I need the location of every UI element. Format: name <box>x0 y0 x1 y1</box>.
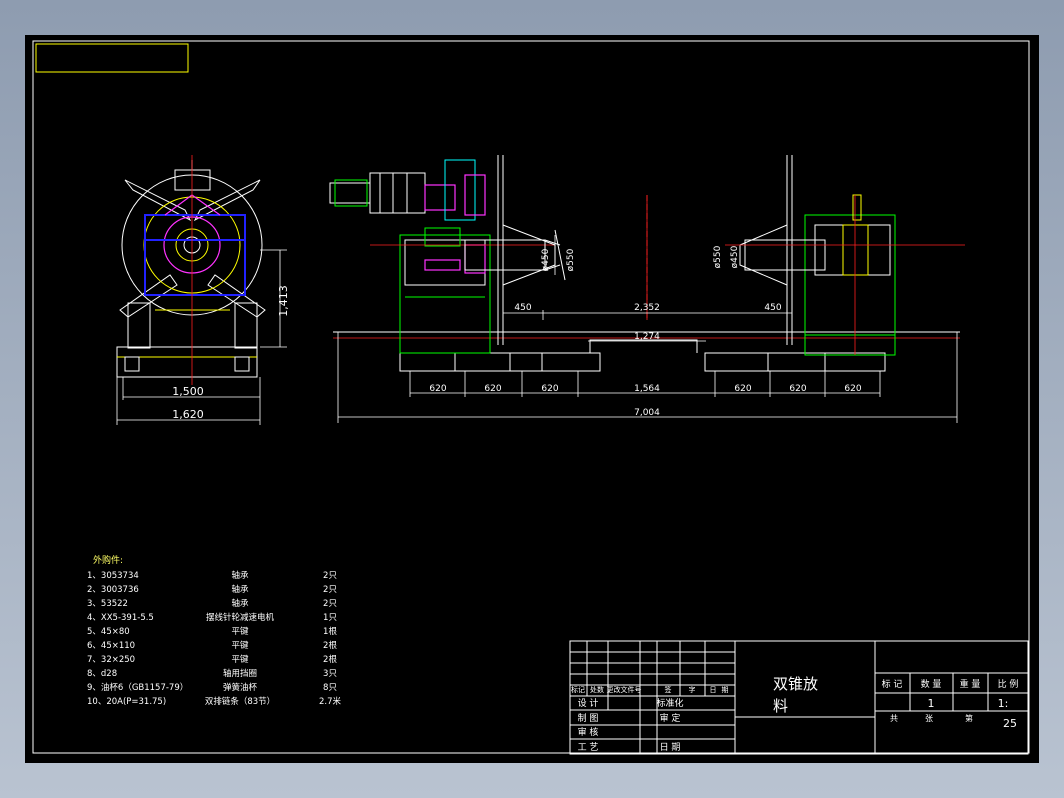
parts-row-name: 弹簧油杯 <box>223 682 258 693</box>
cad-drawing: 1,413 1,500 1,620 <box>32 40 1030 755</box>
parts-row-qty: 2.7米 <box>319 696 342 707</box>
parts-row-name: 轴承 <box>231 598 249 609</box>
tb-design: 设 计 <box>578 697 599 709</box>
dim-inner-width: 1,500 <box>172 385 204 398</box>
parts-row-item: 2、3003736 <box>87 585 139 595</box>
parts-row-item: 6、45×110 <box>87 641 135 651</box>
tb-mark: 标 记 <box>882 678 903 690</box>
parts-row-item: 4、XX5-391-5.5 <box>87 613 154 623</box>
tb-rev-day: 日 <box>710 686 717 694</box>
parts-row-item: 1、3053734 <box>87 571 139 581</box>
parts-row-qty: 2只 <box>323 585 337 595</box>
parts-row-name: 平键 <box>231 640 249 651</box>
tb-check: 审 核 <box>578 726 599 738</box>
tb-rev-char: 字 <box>689 685 696 694</box>
dim-pitch-3: 620 <box>541 384 558 394</box>
dim-offset-left: 450 <box>514 303 531 313</box>
dim-center: 1,564 <box>634 384 660 394</box>
parts-row-item: 3、53522 <box>87 599 128 609</box>
dim-pitch-4: 620 <box>734 384 751 394</box>
dim-offset-right: 450 <box>764 303 781 313</box>
tb-sheet-count: 25 <box>1003 717 1017 730</box>
dim-height: 1,413 <box>277 285 290 317</box>
tb-standardize: 标准化 <box>656 697 683 709</box>
tb-total-sheets: 共 <box>890 714 898 723</box>
tb-rev-count: 处数 <box>590 685 604 694</box>
parts-row-qty: 1根 <box>323 626 337 637</box>
title-block: 标记 处数 更改文件号 签 字 日 期 设 计 标准化 制 图 审 定 审 核 … <box>569 640 1029 755</box>
parts-row-item: 9、油杯6（GB1157-79） <box>87 682 188 693</box>
parts-list: 外购件: 1、3053734 轴承 2只 2、3003736 轴承 2只 3、53522 轴承… <box>87 554 342 707</box>
tb-quantity: 数 量 <box>921 678 942 690</box>
tb-date: 日 期 <box>660 742 681 753</box>
dim-pitch-1: 620 <box>429 384 446 394</box>
parts-row-item: 8、d28 <box>87 669 117 679</box>
dim-span: 2,352 <box>634 303 660 313</box>
parts-row-name: 轴用挡圈 <box>223 668 257 679</box>
dim-total: 7,004 <box>634 408 660 418</box>
parts-row-name: 平键 <box>231 626 249 637</box>
tb-scale-value: 1: <box>998 697 1009 710</box>
drawing-border <box>32 40 1030 754</box>
parts-row-item: 10、20A(P=31.75) <box>87 697 166 707</box>
tb-sheet-no: 第 <box>965 713 973 723</box>
parts-row-name: 双排链条（83节） <box>205 696 275 707</box>
parts-row-name: 平键 <box>231 654 249 665</box>
parts-row-qty: 2只 <box>323 599 337 609</box>
parts-row-qty: 3只 <box>323 669 337 679</box>
drawing-title-line1: 双锥放 <box>773 675 818 693</box>
dim-pitch-2: 620 <box>484 384 501 394</box>
tb-draw: 制 图 <box>578 712 599 724</box>
dim-dia-left-2: ø550 <box>566 248 576 271</box>
dim-dia-right-2: ø450 <box>730 245 740 268</box>
parts-row-qty: 2只 <box>323 571 337 581</box>
parts-row-name: 轴承 <box>231 570 249 581</box>
parts-row-qty: 2根 <box>323 640 337 651</box>
tb-review: 审 定 <box>660 712 681 724</box>
tb-rev-date: 期 <box>722 686 729 694</box>
tb-rev-doc: 更改文件号 <box>607 685 642 694</box>
tb-weight: 重 量 <box>960 678 981 690</box>
parts-row-item: 7、32×250 <box>87 655 135 665</box>
dim-inner: 1,274 <box>634 332 660 342</box>
side-view: ø450 ø550 ø550 ø450 450 2,352 450 1,274 … <box>329 155 965 423</box>
drawing-title-line2: 料 <box>773 697 788 715</box>
dim-outer-width: 1,620 <box>172 408 204 421</box>
tb-rev-mark: 标记 <box>571 685 585 694</box>
parts-row-qty: 8只 <box>323 683 337 693</box>
tb-sheet-unit: 张 <box>925 714 933 723</box>
dim-dia-left-1: ø450 <box>541 248 551 271</box>
parts-heading: 外购件: <box>93 554 123 566</box>
tb-rev-sign: 签 <box>665 685 672 694</box>
dim-dia-right-1: ø550 <box>713 245 723 268</box>
code-box <box>35 43 189 73</box>
tb-process: 工 艺 <box>578 742 599 753</box>
dim-pitch-5: 620 <box>789 384 806 394</box>
front-view: 1,413 1,500 1,620 <box>116 155 290 425</box>
parts-row-name: 摆线针轮减速电机 <box>206 612 275 623</box>
parts-row-name: 轴承 <box>231 584 249 595</box>
tb-qty-value: 1 <box>928 697 935 710</box>
dim-pitch-6: 620 <box>844 384 861 394</box>
parts-row-qty: 2根 <box>323 654 337 665</box>
parts-row-qty: 1只 <box>323 613 337 623</box>
tb-scale: 比 例 <box>998 678 1019 690</box>
parts-row-item: 5、45×80 <box>87 627 130 637</box>
cad-drawing-canvas[interactable]: 1,413 1,500 1,620 <box>25 35 1039 763</box>
